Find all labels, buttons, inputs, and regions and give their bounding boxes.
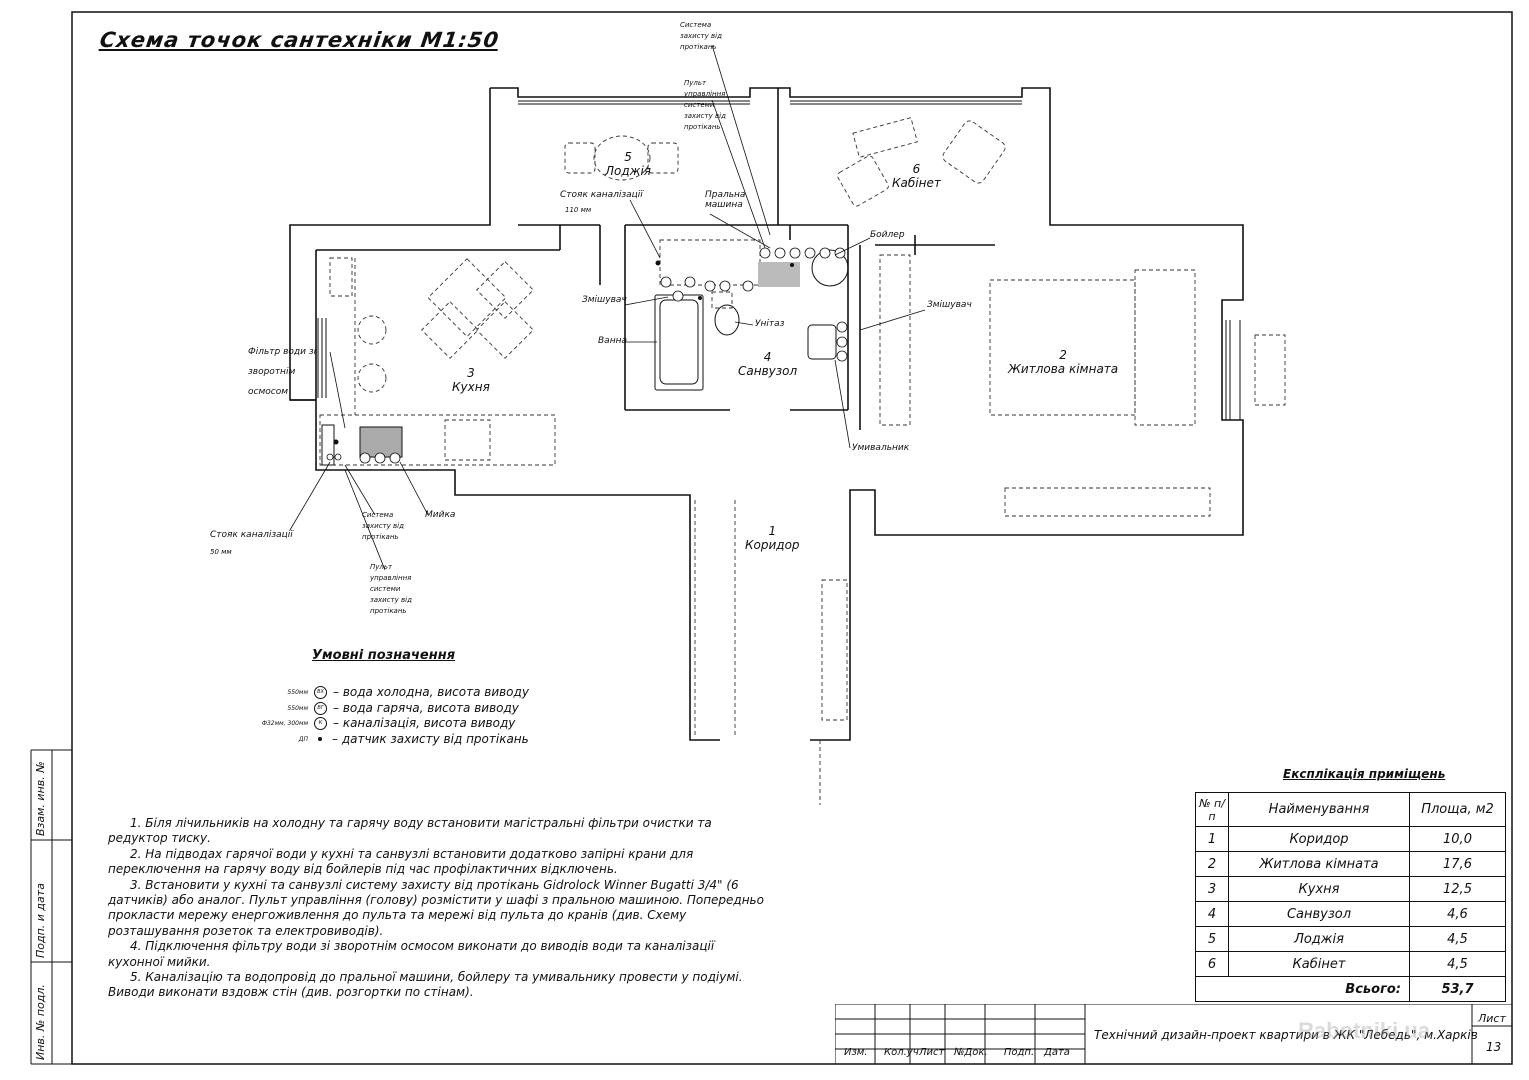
callout-mixer-living: Змішувач	[927, 300, 972, 310]
legend-item-leak-sensor: ДП– датчик захисту від протікань	[298, 732, 529, 746]
table-total-row: Всього: 53,7	[1195, 976, 1506, 1002]
callout-washer: Пральна машина	[705, 190, 746, 210]
note-5: 5. Каналізацію та водопровід до пральної…	[108, 970, 743, 1000]
table-header: № п/п	[1195, 792, 1229, 827]
side-cell-signature-date: Подп. и дата	[34, 883, 47, 958]
note-3: 3. Встановити у кухні та санвузлі систем…	[108, 877, 764, 938]
note-4: 4. Підключення фільтру води зі зворотнім…	[108, 939, 715, 969]
title-block-columns: Изм. Кол.уч Лист №Док. Подп. Дата	[844, 1047, 1070, 1058]
table-header: Площа, м2	[1409, 792, 1506, 827]
side-cell-replacement: Взам. инв. №	[34, 761, 47, 836]
title-block	[835, 1004, 1512, 1064]
side-cell-original-inventory: Инв. № подл.	[34, 984, 47, 1060]
callout-mixer-bath: Змішувач	[582, 295, 627, 305]
callout-riser-50-size: 50 мм	[210, 548, 232, 556]
callout-boiler: Бойлер	[870, 230, 905, 240]
callout-riser-50: Стояк каналізації	[210, 530, 293, 540]
callout-control-panel-kitchen: Пульт управління системи захисту від про…	[370, 563, 412, 615]
table-header: Найменування	[1228, 792, 1410, 827]
drawing-title: Схема точок сантехніки М1:50	[98, 28, 501, 52]
note-2: 2. На підводах гарячої води у кухні та с…	[108, 846, 694, 877]
callout-filter: Фільтр води зі зворотнім осмосом	[248, 347, 317, 397]
general-notes: 1. Біля лічильників на холодну та гарячу…	[108, 816, 764, 1001]
callout-bath: Ванна	[598, 336, 627, 346]
callout-toilet: Унітаз	[755, 319, 785, 329]
callout-control-panel-top: Пульт управління системи захисту від про…	[684, 79, 726, 131]
watermark: Rabotniki.ua	[1298, 1018, 1431, 1043]
callout-riser-110: Стояк каналізації	[560, 190, 643, 200]
callout-sink-kitchen: Мийка	[425, 510, 456, 520]
sheet-label: Лист	[1478, 1012, 1506, 1025]
callout-sink-bath: Умивальник	[852, 443, 910, 453]
callout-riser-110-size: 110 мм	[565, 206, 592, 214]
callout-protection-system-top: Система захисту від протікань	[680, 21, 722, 51]
sheet-number: 13	[1486, 1040, 1502, 1054]
note-1: 1. Біля лічильників на холодну та гарячу…	[108, 816, 712, 846]
project-name: Технічний дизайн-проект квартири в ЖК "Л…	[1094, 1028, 1478, 1042]
callout-protection-system-kitchen: Система захисту від протікань	[362, 511, 404, 541]
explication-title: Експлікація приміщень	[1283, 767, 1446, 781]
legend-title: Умовні позначення	[312, 648, 456, 663]
